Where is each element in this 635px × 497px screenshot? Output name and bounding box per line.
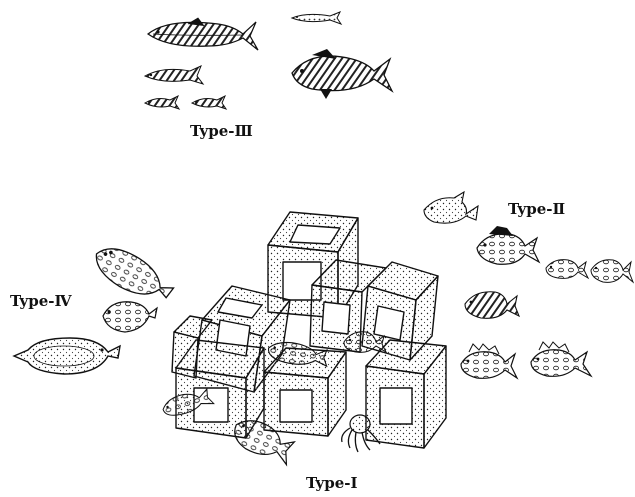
reef-structure xyxy=(172,212,446,448)
snapper-fish-3 xyxy=(591,260,633,283)
flounder-middle xyxy=(103,302,157,332)
small-fish-right xyxy=(192,96,226,109)
small-sardine-fish xyxy=(292,12,341,24)
small-fish-left xyxy=(145,96,179,109)
label-type-4: Type-Ⅳ xyxy=(10,292,72,310)
label-type-1: Type-Ⅰ xyxy=(306,474,358,492)
label-type-3: Type-Ⅲ xyxy=(190,122,253,140)
striped-grunt-fish xyxy=(465,292,519,319)
type-2-group xyxy=(424,192,633,378)
scorpionfish-1 xyxy=(461,344,517,378)
label-type-2: Type-Ⅱ xyxy=(508,200,565,218)
medium-mackerel-fish xyxy=(145,66,203,84)
reef-block xyxy=(366,340,446,448)
yellowtail-fish xyxy=(292,49,392,99)
large-mackerel-fish xyxy=(148,18,258,50)
snapper-fish-1 xyxy=(477,226,539,264)
flounder-top xyxy=(88,240,178,310)
filefish xyxy=(424,192,478,223)
flounder-large xyxy=(14,338,120,374)
type-3-group xyxy=(145,12,392,109)
scorpionfish-2 xyxy=(531,342,591,376)
snapper-fish-2 xyxy=(546,260,588,279)
